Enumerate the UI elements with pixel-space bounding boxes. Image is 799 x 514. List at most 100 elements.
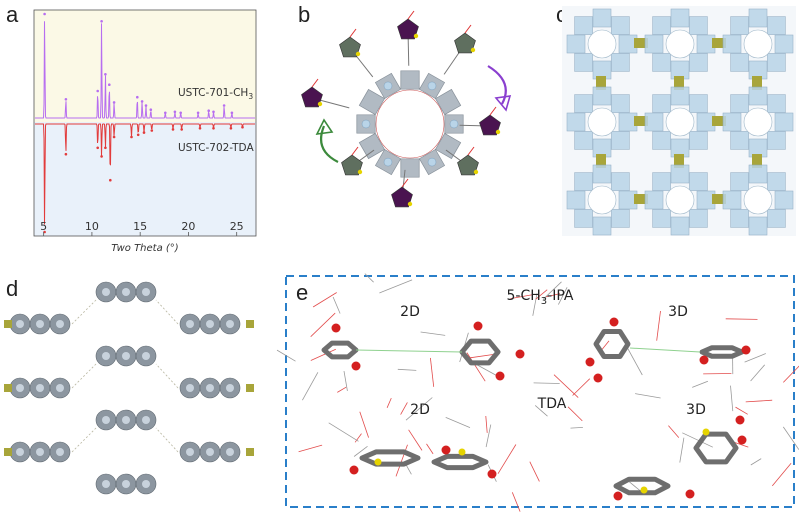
framework-cage-block xyxy=(730,209,749,228)
framework-cage-block xyxy=(670,86,690,106)
pi-contact-line xyxy=(355,349,463,353)
wireframe-bond xyxy=(782,426,799,450)
framework-cage-block xyxy=(689,94,708,113)
framework-cage-block xyxy=(730,172,749,191)
framework-cage-block xyxy=(644,34,664,54)
ring-atom xyxy=(427,157,437,167)
wireframe-bond xyxy=(692,380,709,388)
aromatic-ring xyxy=(431,453,489,471)
framework-3d-view xyxy=(562,6,796,236)
wireframe-bond xyxy=(534,405,548,417)
chart-bottom-background xyxy=(34,122,256,236)
framework-pore xyxy=(743,29,773,59)
wireframe-bond xyxy=(624,343,643,376)
layer-cluster-core xyxy=(102,416,110,424)
layer-linker xyxy=(4,384,12,392)
molecule-sticks xyxy=(321,317,751,501)
layer-cluster-core xyxy=(36,448,44,456)
ring-polyhedron xyxy=(358,88,385,116)
framework-cage-block xyxy=(652,172,671,191)
sulfur-atom xyxy=(407,201,413,207)
peak-marker-1-3 xyxy=(96,89,99,93)
linker-pentagon xyxy=(341,154,363,176)
peak-marker-2-17 xyxy=(241,125,244,129)
oxygen-atom xyxy=(685,489,695,499)
wireframe-bond xyxy=(546,293,561,298)
framework-linker xyxy=(752,76,762,90)
wireframe-bond xyxy=(430,357,435,387)
oxygen-atom xyxy=(515,349,525,359)
peak-marker-2-10 xyxy=(142,131,146,134)
wireframe-bond xyxy=(353,445,368,457)
oxygen-atom xyxy=(699,355,709,365)
framework-cage-block xyxy=(611,94,630,113)
wireframe-bond xyxy=(359,411,369,438)
wireframe-bond xyxy=(337,386,347,393)
wireframe-bond xyxy=(679,437,685,463)
panel-label-a: a xyxy=(6,2,19,27)
wireframe-bond xyxy=(400,402,408,415)
carboxyl-bond xyxy=(407,10,415,20)
framework-linker xyxy=(752,154,762,168)
layer-cluster-core xyxy=(186,384,194,392)
wireframe-bond xyxy=(426,443,434,455)
wireframe-bond xyxy=(485,424,492,448)
ring-polyhedron xyxy=(358,132,385,160)
peak-marker-1-13 xyxy=(173,110,177,114)
wireframe-bond xyxy=(682,432,713,448)
peak-marker-1-10 xyxy=(144,104,148,107)
framework-cage-block xyxy=(767,131,786,150)
x-axis-label: Two Theta (°) xyxy=(111,243,178,254)
layer-cluster-core xyxy=(102,288,110,296)
layer-linker xyxy=(4,448,12,456)
ring-inner xyxy=(375,89,445,159)
framework-cage-block xyxy=(652,16,671,35)
sulfur-atom xyxy=(473,169,479,175)
wireframe-background xyxy=(276,273,799,512)
wireframe-bond xyxy=(497,444,517,474)
stacking-detail: 5-CH3-IPA 2D 3D TDA 2D 3D xyxy=(276,273,799,512)
x-tick-label-20: 20 xyxy=(181,220,195,233)
peak-marker-1-11 xyxy=(149,108,153,111)
framework-pore xyxy=(587,29,617,59)
series-line-2 xyxy=(35,123,255,225)
wireframe-bond xyxy=(567,406,583,422)
framework-cage-block xyxy=(722,112,742,132)
wireframe-bond xyxy=(656,310,661,341)
oxygen-atom xyxy=(349,465,359,475)
framework-cage-block xyxy=(566,112,586,132)
framework-layer-view xyxy=(4,281,254,495)
peak-marker-1-4 xyxy=(100,20,103,23)
wireframe-bond xyxy=(601,340,610,351)
wireframe-bond xyxy=(343,371,348,391)
framework-cage-block xyxy=(592,216,612,236)
framework-pore xyxy=(665,107,695,137)
peak-marker-2-3 xyxy=(96,146,99,150)
framework-linker xyxy=(712,116,726,126)
framework-linker xyxy=(596,76,606,90)
framework-cage-block xyxy=(574,16,593,35)
peak-marker-1-12 xyxy=(164,111,167,115)
framework-cage-block xyxy=(774,112,794,132)
framework-pore xyxy=(665,185,695,215)
sulfur-atom xyxy=(355,51,361,57)
framework-cage-block xyxy=(592,86,612,106)
framework-cage-block xyxy=(574,53,593,72)
peak-marker-2-14 xyxy=(198,127,202,130)
peak-marker-1-5 xyxy=(104,73,107,76)
layer-cluster-core xyxy=(122,480,130,488)
peak-marker-2-9 xyxy=(136,133,140,137)
framework-cage-block xyxy=(767,209,786,228)
wireframe-bond xyxy=(572,378,591,396)
framework-cage-block xyxy=(670,216,690,236)
oxygen-atom xyxy=(351,361,361,371)
x-tick-label-5: 5 xyxy=(40,220,47,233)
wireframe-bond xyxy=(730,385,734,412)
layer-cluster-core xyxy=(142,480,150,488)
framework-cage-block xyxy=(652,209,671,228)
framework-linker xyxy=(634,116,648,126)
wireframe-bond xyxy=(745,399,773,403)
peak-marker-2-16 xyxy=(229,127,233,130)
framework-cage-block xyxy=(748,86,768,106)
